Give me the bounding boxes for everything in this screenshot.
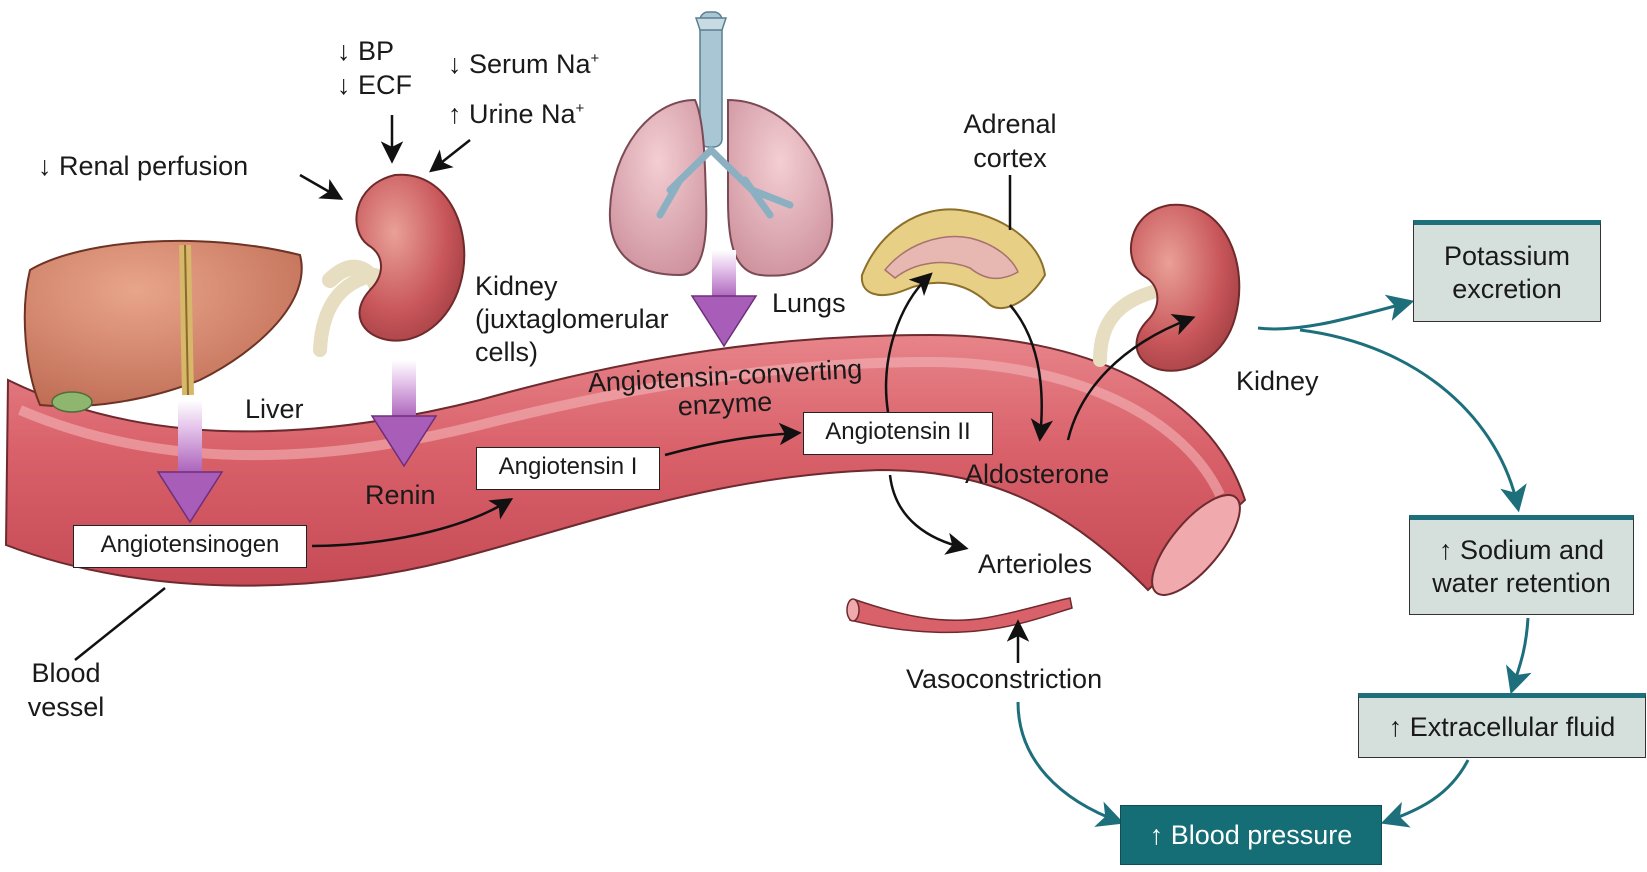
kidney-illustration-left <box>313 173 466 357</box>
arrow-kidney-to-sodium <box>1299 328 1527 513</box>
arrow-vasoconstriction-to-bp <box>1016 701 1125 827</box>
kidney-illustration-right <box>1093 203 1241 372</box>
arrow-kidney-to-potassium <box>1257 294 1415 331</box>
purple-arrow-liver <box>156 400 224 524</box>
lungs-illustration <box>608 11 834 277</box>
arrow-ecf-to-bp <box>1380 759 1470 828</box>
label-urine-na: ↑ Urine Na+ <box>448 99 585 129</box>
label-kidney-jg-3: cells) <box>475 337 539 367</box>
box-sodium-water-retention: ↑ Sodium and water retention <box>1409 515 1634 615</box>
label-ecf: ↓ ECF <box>337 70 413 100</box>
arrow-aldosterone-to-kidney <box>1066 314 1196 441</box>
adrenal-cortex-illustration <box>860 208 1047 310</box>
arrow-renal-perfusion <box>299 173 344 200</box>
arrow-adrenal-to-aldosterone <box>1009 304 1054 442</box>
label-blood-vessel-2: vessel <box>27 692 105 722</box>
label-lungs: Lungs <box>772 288 846 318</box>
label-serum-na: ↓ Serum Na+ <box>448 49 600 79</box>
label-renin: Renin <box>365 480 436 510</box>
purple-arrow-kidney <box>370 360 438 468</box>
arrow-serum-urine <box>429 139 471 173</box>
box-angiotensin-i: Angiotensin I <box>476 447 660 490</box>
label-adrenal-cortex-1: Adrenal <box>963 109 1057 139</box>
label-kidney-right: Kidney <box>1236 366 1319 396</box>
label-kidney-jg-2: (juxtaglomerular <box>475 304 669 334</box>
box-angiotensinogen: Angiotensinogen <box>73 525 307 568</box>
arrow-angiotensinogen-to-i <box>311 498 514 548</box>
label-adrenal-cortex-2: cortex <box>973 143 1047 173</box>
teal-arrows <box>1016 294 1532 828</box>
label-aldosterone: Aldosterone <box>965 459 1110 489</box>
arrow-sodium-to-ecf <box>1506 617 1532 695</box>
box-potassium-excretion: Potassium excretion <box>1413 220 1601 322</box>
box-angiotensin-ii: Angiotensin II <box>803 412 993 455</box>
arrow-ii-to-arterioles <box>888 474 969 555</box>
box-extracellular-fluid: ↑ Extracellular fluid <box>1358 693 1646 758</box>
label-vasoconstriction: Vasoconstriction <box>906 664 1103 694</box>
arteriole-illustration <box>846 597 1073 634</box>
pointer-blood-vessel <box>74 587 166 661</box>
liver-illustration <box>23 239 303 413</box>
box-blood-pressure: ↑ Blood pressure <box>1120 805 1382 865</box>
label-bp: ↓ BP <box>337 36 395 66</box>
arrow-ii-to-adrenal <box>884 272 933 413</box>
black-arrows <box>74 115 1196 663</box>
label-arterioles: Arterioles <box>978 549 1093 579</box>
purple-arrow-lungs <box>690 250 758 348</box>
label-liver: Liver <box>245 394 304 424</box>
arrow-i-to-ii <box>664 422 802 457</box>
label-renal-perfusion: ↓ Renal perfusion <box>38 151 249 181</box>
label-blood-vessel-1: Blood <box>31 658 101 688</box>
label-kidney-jg: Kidney <box>475 271 558 301</box>
